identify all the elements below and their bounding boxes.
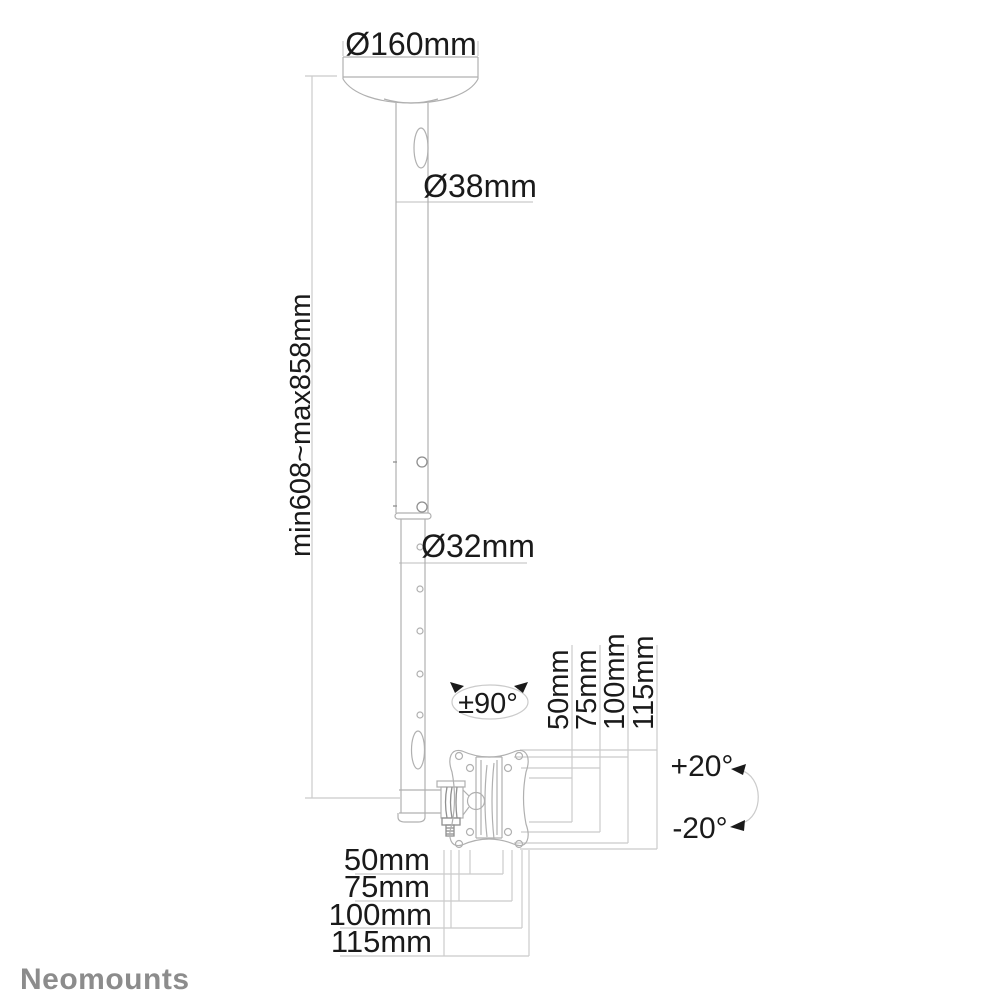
tilt-arc (739, 769, 759, 824)
height-dimension-line (305, 75, 400, 799)
vesa-horizontal-dimension-lines (340, 850, 530, 957)
adjustment-knobs (393, 456, 428, 513)
vesa-vertical-label-50: 50mm (543, 649, 575, 730)
brand-logo: Neomounts (20, 963, 190, 996)
vesa-plate (449, 749, 529, 849)
height-range-label: min608~max858mm (285, 293, 317, 557)
vesa-horizontal-label-75: 75mm (344, 869, 430, 904)
vesa-vertical-label-100: 100mm (599, 633, 631, 730)
tilt-arrow-down (730, 820, 745, 831)
ceiling-plate-diameter-label: Ø160mm (345, 26, 477, 62)
swivel-arrow-left (450, 682, 464, 693)
upper-pole (394, 103, 432, 520)
lower-pole-diameter-label: Ø32mm (421, 528, 535, 564)
swivel-range-label: ±90° (458, 688, 518, 720)
ceiling-plate (342, 56, 479, 104)
mount-arm (399, 780, 486, 837)
tilt-down-label: -20° (672, 812, 727, 845)
vesa-horizontal-label-50: 50mm (344, 842, 430, 877)
swivel-rotation-ellipse (451, 684, 529, 720)
swivel-arrow-right (514, 682, 528, 693)
tilt-up-label: +20° (671, 750, 734, 783)
ceiling-plate-dimension-stubs (342, 41, 479, 56)
tilt-arrow-up (731, 764, 746, 775)
vesa-horizontal-label-115: 115mm (331, 924, 432, 959)
vesa-vertical-label-115: 115mm (628, 635, 660, 730)
dimension-lines (305, 41, 759, 957)
product-drawing (342, 56, 529, 849)
vesa-vertical-dimension-lines (514, 645, 658, 850)
vesa-horizontal-label-100: 100mm (329, 897, 432, 932)
lower-pole (397, 519, 426, 823)
vesa-vertical-label-75: 75mm (571, 649, 603, 730)
upper-pole-diameter-label: Ø38mm (423, 168, 537, 204)
